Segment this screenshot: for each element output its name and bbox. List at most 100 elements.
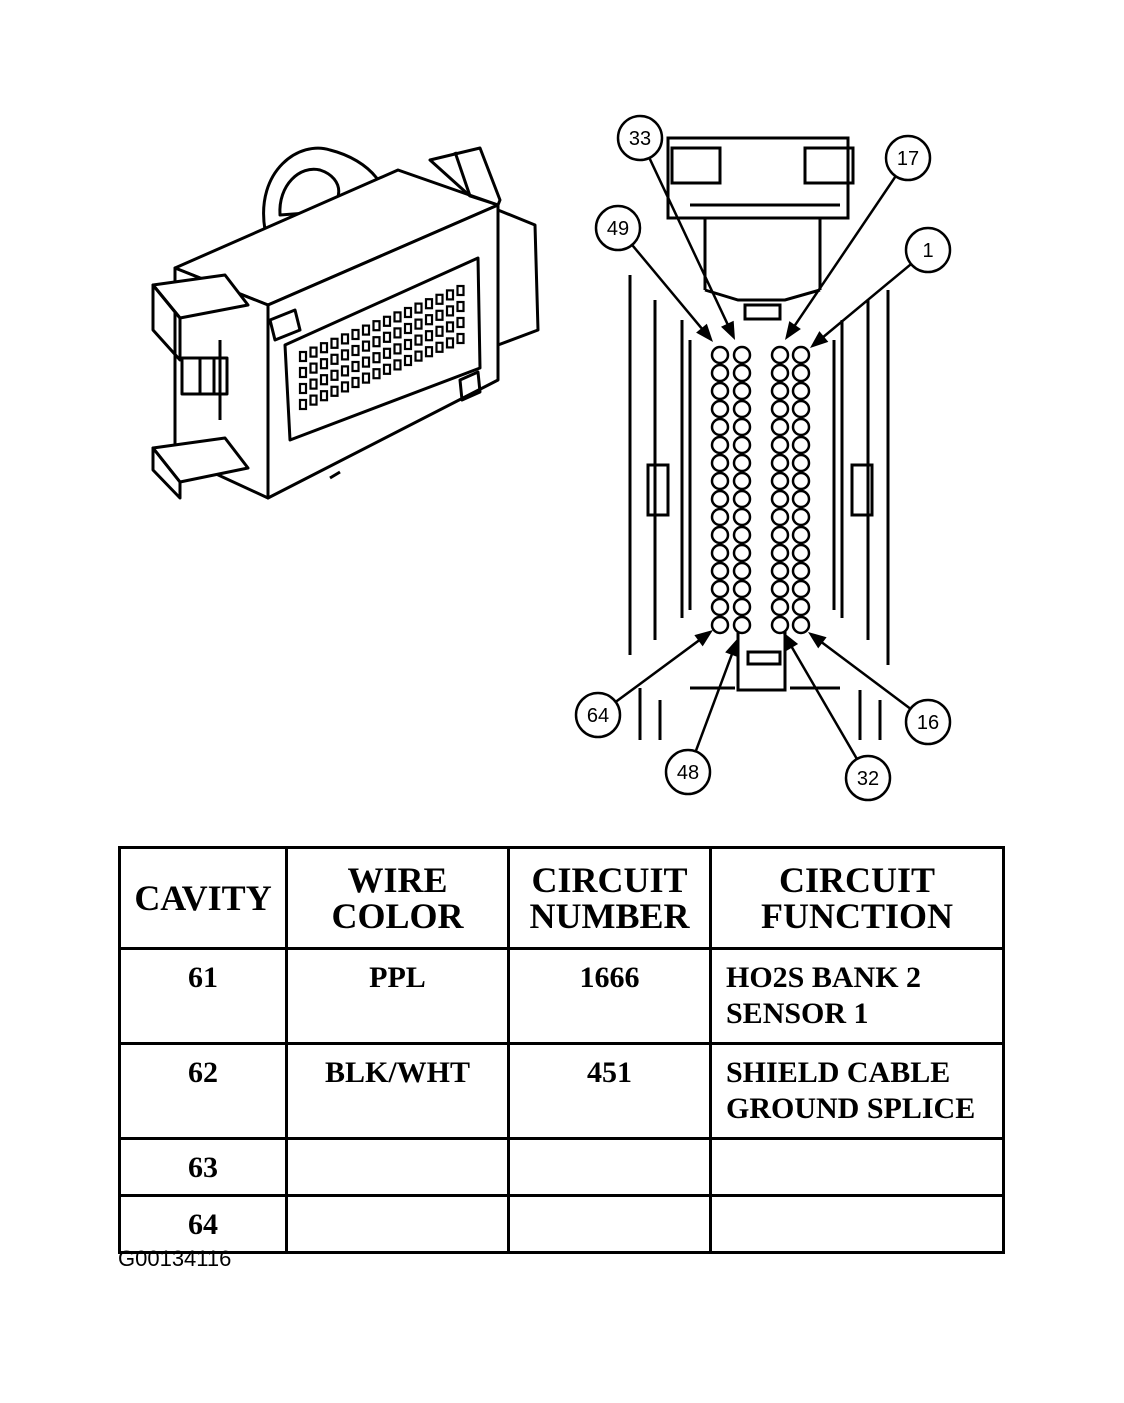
callout-circle [904, 698, 952, 746]
terminal-cavity [791, 453, 811, 473]
terminal-cavity [732, 525, 752, 545]
cavity-table: CAVITY WIRE COLOR CIRCUIT NUMBER CIRCUIT… [118, 846, 1005, 1254]
face-terminal [456, 284, 465, 297]
face-terminal [382, 363, 392, 375]
header-circuit-number: CIRCUIT NUMBER [507, 846, 712, 950]
face-terminal [382, 331, 392, 343]
terminal-cavity [770, 399, 790, 419]
callout-circle [844, 754, 892, 802]
cell-circuit-function: SHIELD CABLE GROUND SPLICE [709, 1042, 1005, 1140]
terminal-cavity [710, 489, 730, 509]
terminal-cavity [732, 579, 752, 599]
terminal-cavity [732, 489, 752, 509]
terminal-cavity [710, 435, 730, 455]
callout-arrowhead [725, 638, 739, 658]
pin-callout-label: 32 [857, 768, 879, 790]
face-terminal [445, 289, 455, 301]
cell-wire-color: PPL [285, 947, 510, 1045]
pin-callout-label: 33 [629, 128, 651, 150]
cell-circuit-number: 451 [507, 1042, 712, 1140]
terminal-cavity [791, 363, 811, 383]
terminal-cavity [732, 615, 752, 635]
terminal-cavity [791, 345, 811, 365]
face-terminal [456, 300, 465, 313]
cell-cavity: 61 [118, 947, 288, 1045]
face-terminal [309, 346, 318, 358]
terminal-cavity [770, 471, 790, 491]
connector-face-terminals [298, 284, 465, 411]
terminal-cavity [770, 435, 790, 455]
callout-leader-line [816, 263, 912, 343]
callout-leader-line [815, 636, 912, 710]
cell-circuit-number [507, 1194, 712, 1254]
face-terminal [414, 302, 423, 314]
terminal-cavity [791, 615, 811, 635]
terminal-cavity [732, 345, 752, 365]
terminal-cavity [710, 507, 730, 527]
terminal-cavity [732, 471, 752, 491]
callout-leader-line [789, 175, 897, 333]
face-terminal [372, 336, 381, 348]
terminal-cavity [710, 381, 730, 401]
terminal-cavity [791, 561, 811, 581]
terminal-cavity [710, 453, 730, 473]
cell-wire-color: BLK/WHT [285, 1042, 510, 1140]
table-row: 62 BLK/WHT 451 SHIELD CABLE GROUND SPLIC… [118, 1042, 1005, 1140]
face-terminal [309, 378, 318, 390]
face-terminal [393, 359, 402, 371]
cell-circuit-function [709, 1137, 1005, 1197]
face-terminal [445, 337, 455, 349]
face-terminal [435, 341, 444, 353]
face-terminal [340, 349, 350, 361]
face-terminal [393, 343, 402, 355]
terminal-cavity [710, 525, 730, 545]
pin-callout-label: 64 [587, 705, 609, 727]
face-terminal [435, 309, 444, 321]
callout-circle [884, 134, 932, 182]
figure-id: G00134116 [118, 1246, 232, 1271]
face-terminal [309, 394, 318, 406]
face-terminal [361, 324, 371, 336]
terminal-cavity [770, 543, 790, 563]
table-row: 64 [118, 1194, 1005, 1254]
cell-circuit-number: 1666 [507, 947, 712, 1045]
face-terminal [351, 344, 360, 357]
terminal-cavity [732, 381, 752, 401]
face-terminal [382, 347, 392, 359]
callout-leader-line [786, 640, 859, 760]
callout-leader-line [614, 634, 706, 703]
terminal-cavity [710, 417, 730, 437]
callout-leader-line [648, 157, 732, 332]
terminal-cavity [710, 579, 730, 599]
cell-cavity: 62 [118, 1042, 288, 1140]
terminal-cavity [732, 561, 752, 581]
terminal-cavity [770, 381, 790, 401]
face-terminal [435, 293, 444, 305]
terminal-cavity [710, 471, 730, 491]
face-terminal [424, 330, 434, 342]
callout-circle [904, 226, 952, 274]
terminal-cavity [791, 399, 811, 419]
terminal-cavity [770, 615, 790, 635]
terminal-cavity [732, 435, 752, 455]
terminal-cavity [791, 471, 811, 491]
face-terminal [435, 325, 444, 337]
terminal-cavity [770, 561, 790, 581]
callout-circle [574, 691, 622, 739]
face-terminal [372, 352, 381, 364]
header-cavity: CAVITY [118, 846, 288, 950]
cell-wire-color [285, 1194, 510, 1254]
callout-arrowhead [785, 321, 801, 340]
table-row: 61 PPL 1666 HO2S BANK 2 SENSOR 1 [118, 947, 1005, 1045]
callout-circle [616, 114, 664, 162]
face-terminal [298, 366, 308, 379]
face-terminal [445, 305, 455, 317]
face-terminal [424, 298, 434, 310]
terminal-cavity [791, 507, 811, 527]
cell-wire-color [285, 1137, 510, 1197]
pin-callout-label: 17 [897, 148, 919, 170]
pin-callout-label: 1 [922, 240, 933, 262]
terminal-cavity [710, 597, 730, 617]
